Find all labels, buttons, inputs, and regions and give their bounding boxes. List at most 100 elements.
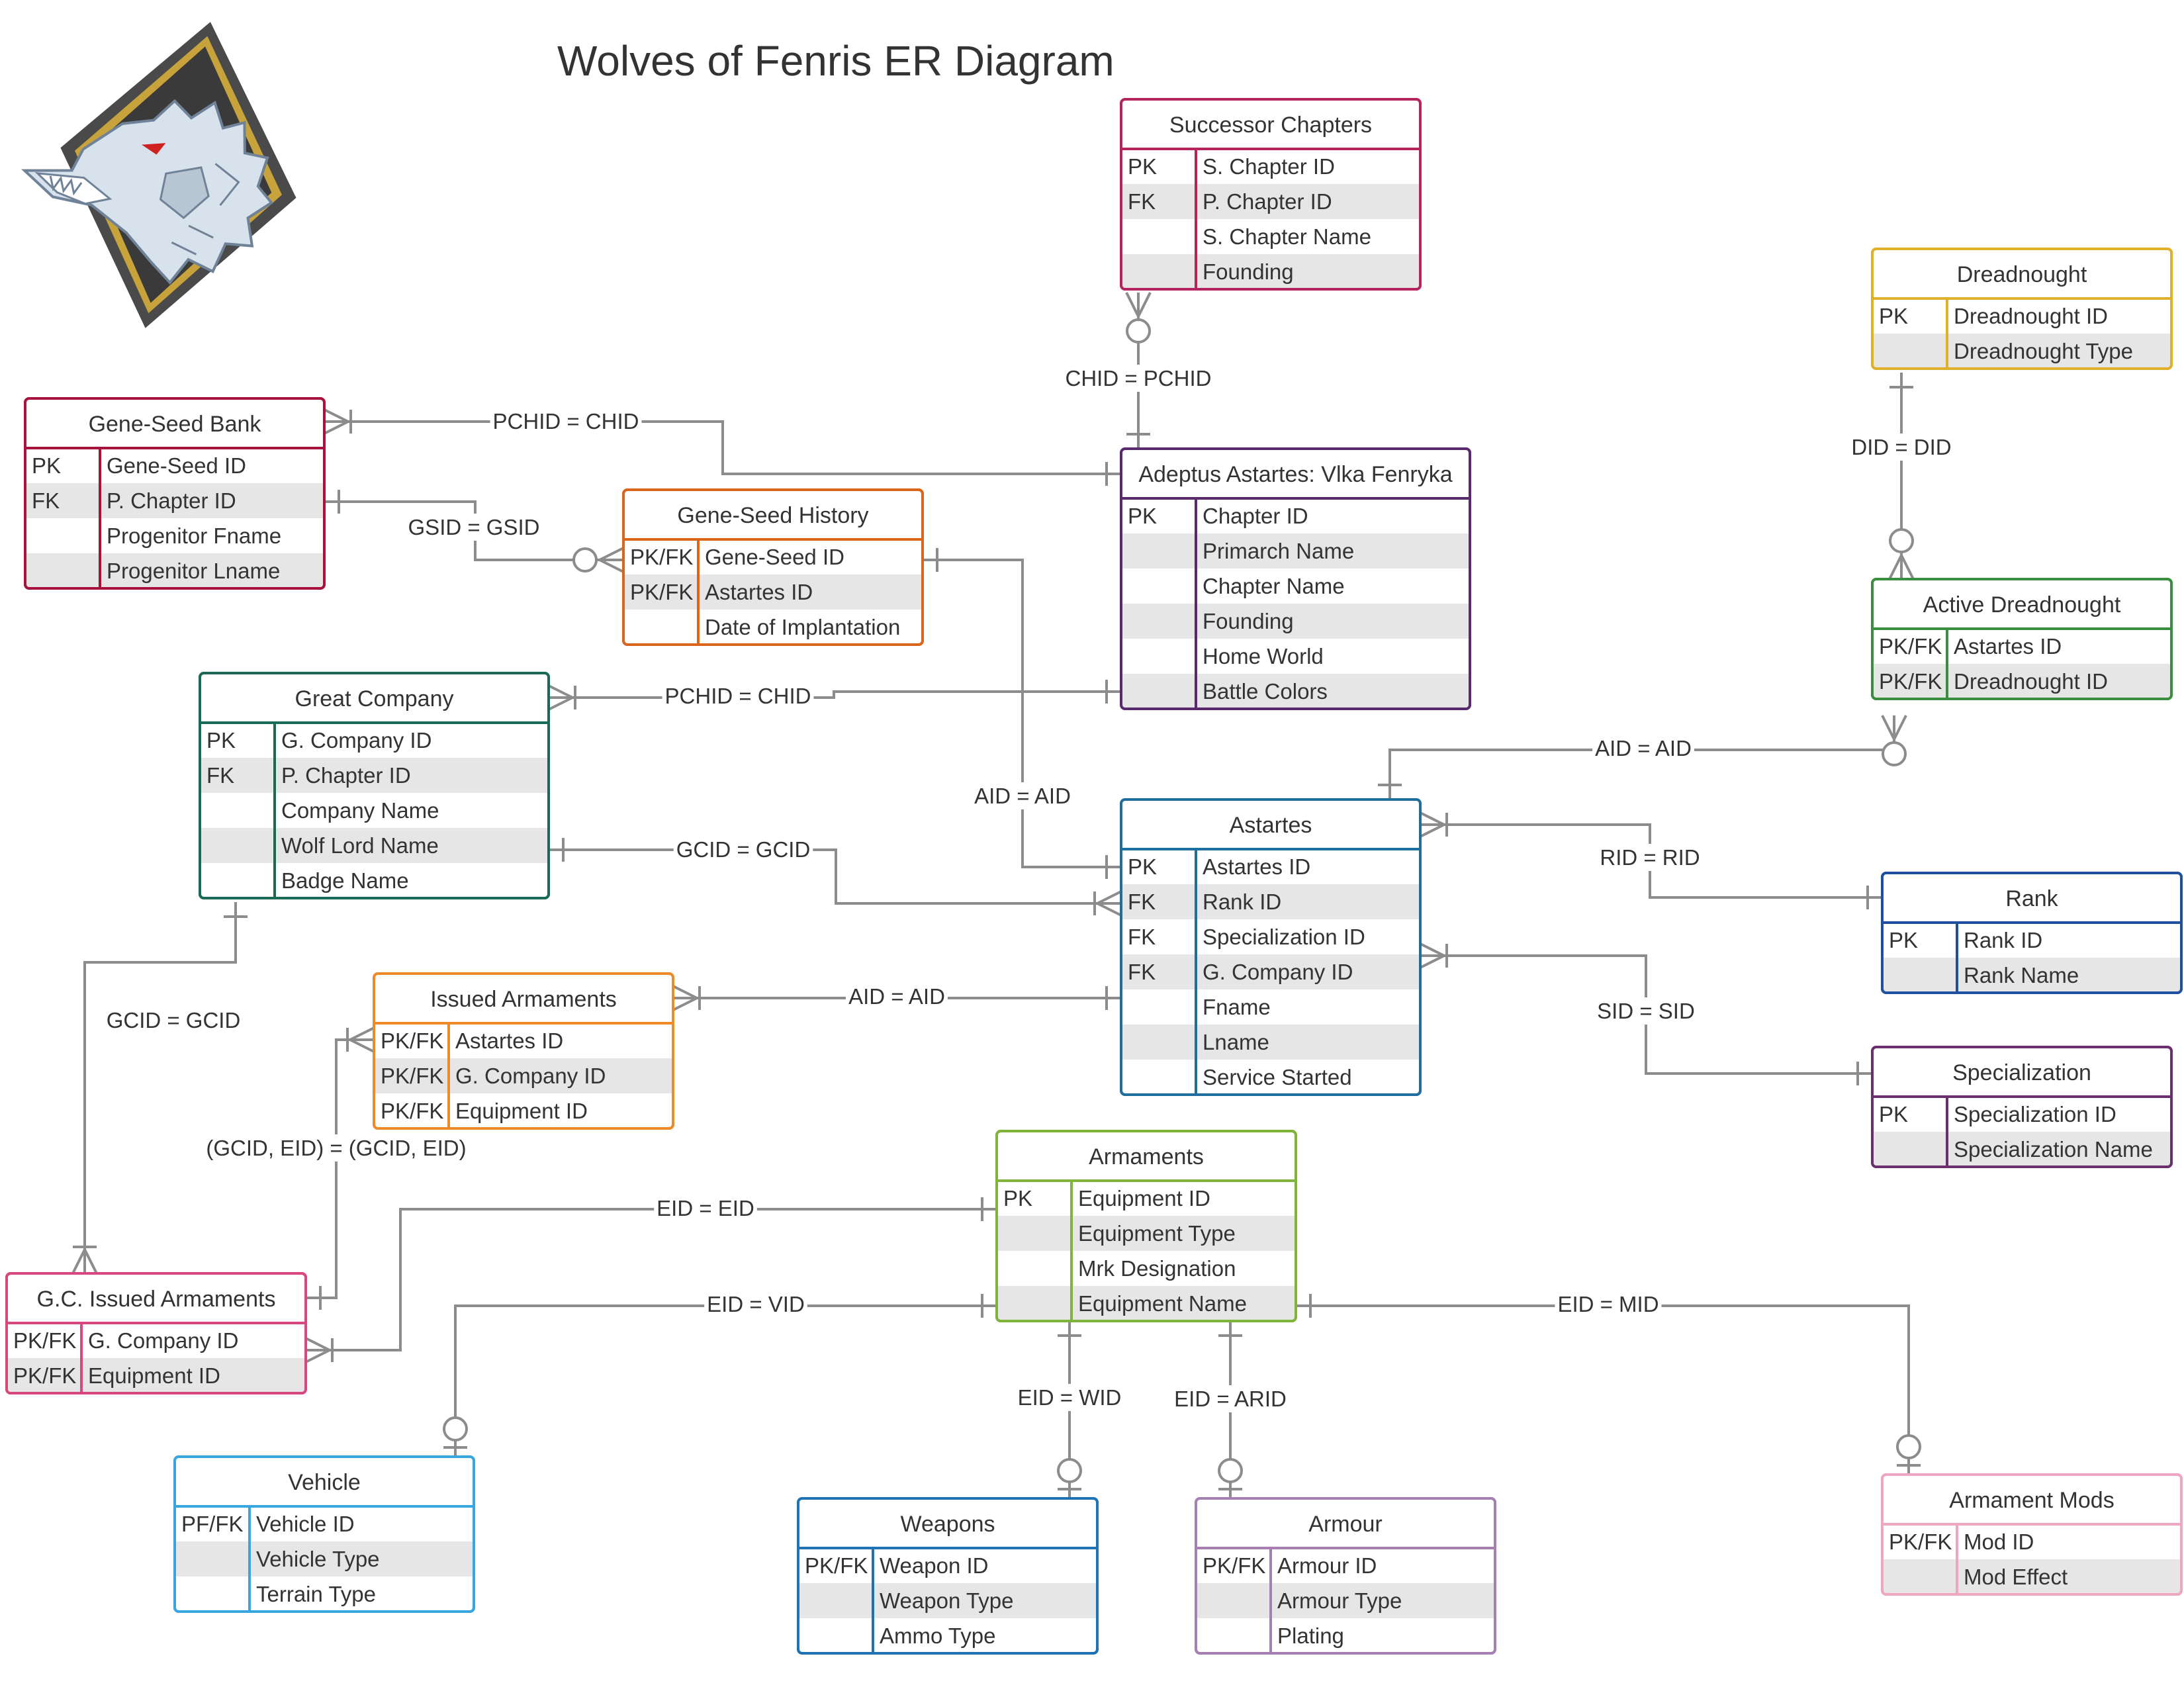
attribute-cell: Date of Implantation bbox=[705, 615, 900, 639]
attribute-cell: Astartes ID bbox=[1203, 854, 1310, 879]
key-cell: PK/FK bbox=[1879, 634, 1942, 659]
attribute-cell: Founding bbox=[1203, 609, 1294, 633]
attribute-cell: G. Company ID bbox=[88, 1328, 238, 1353]
key-cell: PK bbox=[1889, 928, 1918, 952]
attribute-cell: Terrain Type bbox=[256, 1582, 376, 1606]
entity-title: Successor Chapters bbox=[1169, 113, 1372, 138]
relationship-label: CHID = PCHID bbox=[1066, 366, 1212, 390]
attribute-cell: Plating bbox=[1277, 1623, 1344, 1648]
attribute-cell: Specialization ID bbox=[1954, 1102, 2116, 1126]
relationship-mid: EID = MID bbox=[1296, 1291, 1921, 1475]
key-cell: PF/FK bbox=[181, 1512, 244, 1536]
attribute-cell: Vehicle Type bbox=[256, 1547, 380, 1571]
relationship-gc-pchid: PCHID = CHID bbox=[548, 680, 1121, 711]
attribute-cell: Gene-Seed ID bbox=[107, 453, 246, 478]
entity-title: Issued Armaments bbox=[430, 987, 617, 1012]
relationship-label: EID = EID bbox=[657, 1196, 754, 1220]
entity-title: Armament Mods bbox=[1949, 1488, 2114, 1513]
relationship-label: DID = DID bbox=[1851, 435, 1951, 459]
attribute-cell: P. Chapter ID bbox=[1203, 189, 1332, 214]
entity-title: Active Dreadnought bbox=[1923, 592, 2121, 617]
attribute-cell: Progenitor Lname bbox=[107, 559, 280, 583]
relationship-rid: RID = RID bbox=[1420, 811, 1882, 909]
relationship-chid-pchid: CHID = PCHID bbox=[1062, 292, 1214, 449]
entity-title: Adeptus Astartes: Vlka Fenryka bbox=[1138, 462, 1452, 487]
key-cell: FK bbox=[32, 488, 60, 513]
key-cell: PK bbox=[1128, 854, 1157, 879]
attribute-cell: Rank Name bbox=[1964, 963, 2079, 987]
attribute-cell: Wolf Lord Name bbox=[281, 833, 439, 858]
entity-title: Dreadnought bbox=[1957, 262, 2087, 287]
relationship-wid: EID = WID bbox=[1015, 1321, 1124, 1498]
attribute-cell: Astartes ID bbox=[1954, 634, 2062, 659]
relationship-vid: EID = VID bbox=[443, 1291, 997, 1457]
entity-title: Rank bbox=[2005, 886, 2058, 911]
attribute-cell: G. Company ID bbox=[455, 1064, 606, 1088]
entity-title: Great Company bbox=[295, 686, 454, 711]
key-cell: PK bbox=[206, 728, 236, 753]
relationship-label: GCID = GCID bbox=[676, 837, 811, 862]
attribute-cell: Specialization Name bbox=[1954, 1137, 2153, 1162]
key-cell: PK bbox=[1003, 1186, 1032, 1211]
relationship-hist-aid: AID = AID bbox=[923, 548, 1121, 879]
relationship-label: EID = MID bbox=[1557, 1292, 1659, 1316]
entity-title: Armour bbox=[1308, 1512, 1382, 1537]
relationship-gsid: GSID = GSID bbox=[324, 490, 624, 573]
relationship-gsb-pchid: PCHID = CHID bbox=[324, 408, 1121, 486]
attribute-cell: Dreadnought ID bbox=[1954, 669, 2108, 694]
attribute-cell: Equipment ID bbox=[88, 1363, 220, 1388]
attribute-cell: Astartes ID bbox=[455, 1028, 563, 1053]
relationship-label: AID = AID bbox=[1595, 736, 1692, 760]
relationship-ad-aid: AID = AID bbox=[1378, 715, 1907, 800]
key-cell: PK/FK bbox=[1879, 669, 1942, 694]
relationship-label: (GCID, EID) = (GCID, EID) bbox=[206, 1136, 466, 1160]
relationship-gcid-eid: (GCID, EID) = (GCID, EID) bbox=[203, 1027, 469, 1310]
key-cell: PK/FK bbox=[381, 1064, 443, 1088]
attribute-cell: Badge Name bbox=[281, 868, 409, 893]
key-cell: PK bbox=[1128, 504, 1157, 528]
relationship-label: PCHID = CHID bbox=[493, 409, 639, 434]
key-cell: PK/FK bbox=[13, 1328, 76, 1353]
key-cell: PK/FK bbox=[381, 1099, 443, 1123]
key-cell: PK/FK bbox=[1203, 1553, 1265, 1578]
relationships-layer: CHID = PCHID PCHID = CHID GSID = GSID DID =… bbox=[71, 292, 1954, 1498]
attribute-cell: Rank ID bbox=[1203, 890, 1281, 914]
key-cell: FK bbox=[1128, 189, 1156, 214]
attribute-cell: Company Name bbox=[281, 798, 439, 823]
entity-title: Gene-Seed Bank bbox=[89, 412, 262, 437]
relationship-label: EID = ARID bbox=[1174, 1387, 1287, 1411]
attribute-cell: P. Chapter ID bbox=[281, 763, 411, 788]
relationship-label: SID = SID bbox=[1597, 999, 1695, 1023]
relationship-ia-aid: AID = AID bbox=[672, 983, 1121, 1011]
relationship-label: GSID = GSID bbox=[408, 515, 540, 539]
attribute-cell: Dreadnought Type bbox=[1954, 339, 2133, 363]
relationship-label: EID = VID bbox=[707, 1292, 805, 1316]
attribute-cell: Mod ID bbox=[1964, 1530, 2034, 1554]
attribute-cell: Weapon Type bbox=[880, 1588, 1013, 1613]
attribute-cell: Rank ID bbox=[1964, 928, 2042, 952]
key-cell: PK bbox=[1128, 154, 1157, 179]
attribute-cell: Lname bbox=[1203, 1030, 1269, 1054]
relationship-label: GCID = GCID bbox=[107, 1008, 241, 1032]
key-cell: PK/FK bbox=[805, 1553, 868, 1578]
key-cell: FK bbox=[1128, 925, 1156, 949]
attribute-cell: Battle Colors bbox=[1203, 679, 1328, 704]
key-cell: FK bbox=[1128, 890, 1156, 914]
